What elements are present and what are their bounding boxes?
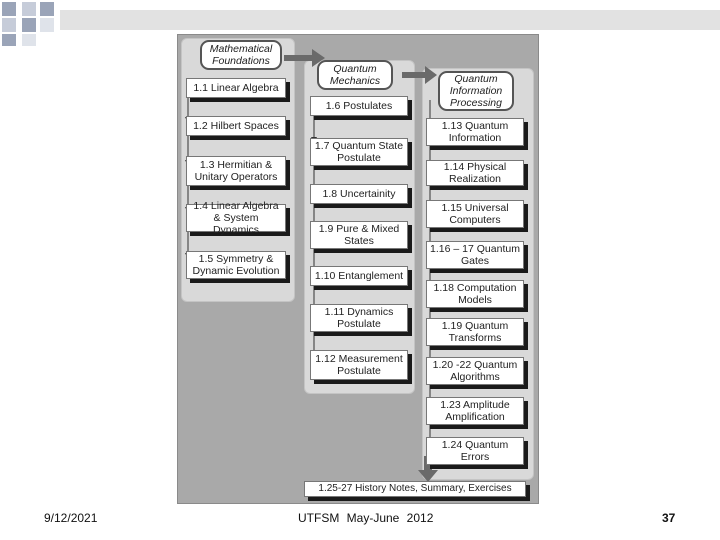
topic-box: 1.1 Linear Algebra <box>186 78 286 98</box>
topic-box: 1.11 Dynamics Postulate <box>310 304 408 332</box>
topic-box: 1.13 Quantum Information <box>426 118 524 146</box>
topic-box: 1.3 Hermitian & Unitary Operators <box>186 156 286 186</box>
footer-center-text: UTFSM May-June 2012 <box>298 511 434 525</box>
topic-box: 1.10 Entanglement <box>310 266 408 286</box>
page-number: 37 <box>662 511 676 525</box>
topic-box: 1.14 Physical Realization <box>426 160 524 186</box>
topic-box: 1.7 Quantum State Postulate <box>310 138 408 166</box>
deco-square <box>40 2 54 16</box>
topic-box: 1.9 Pure & Mixed States <box>310 221 408 249</box>
topic-box: 1.19 Quantum Transforms <box>426 318 524 346</box>
header-math-foundations: Mathematical Foundations <box>200 40 282 70</box>
topic-box: 1.8 Uncertainity <box>310 184 408 204</box>
deco-square <box>22 18 36 32</box>
title-bar <box>60 10 720 30</box>
deco-square <box>22 34 36 46</box>
deco-square <box>2 2 16 16</box>
deco-square <box>40 18 54 32</box>
topic-box: 1.5 Symmetry & Dynamic Evolution <box>186 251 286 279</box>
deco-square <box>2 18 16 32</box>
header-quantum-mechanics: Quantum Mechanics <box>317 60 393 90</box>
bottom-topic-box: 1.25-27 History Notes, Summary, Exercise… <box>304 481 526 497</box>
topic-box: 1.23 Amplitude Amplification <box>426 397 524 425</box>
topic-box: 1.16 – 17 Quantum Gates <box>426 241 524 269</box>
topic-box: 1.20 -22 Quantum Algorithms <box>426 357 524 385</box>
topic-box: 1.24 Quantum Errors <box>426 437 524 465</box>
topic-box: 1.2 Hilbert Spaces <box>186 116 286 136</box>
header-quantum-info-processing: Quantum Information Processing <box>438 71 514 111</box>
topic-box: 1.6 Postulates <box>310 96 408 116</box>
topic-box: 1.18 Computation Models <box>426 280 524 308</box>
deco-square <box>22 2 36 16</box>
deco-square <box>2 34 16 46</box>
footer-date: 9/12/2021 <box>44 511 98 525</box>
topic-box: 1.12 Measurement Postulate <box>310 350 408 380</box>
topic-box: 1.15 Universal Computers <box>426 200 524 228</box>
topic-box: 1.4 Linear Algebra & System Dynamics <box>186 200 286 236</box>
